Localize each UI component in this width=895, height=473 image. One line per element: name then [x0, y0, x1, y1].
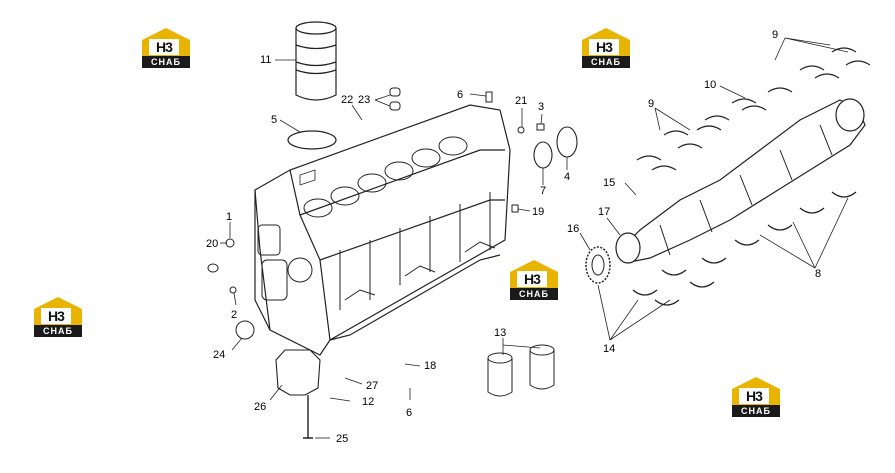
plugs [207, 87, 545, 340]
logo-subtitle: CHAБ [732, 405, 780, 417]
crankshaft [615, 98, 866, 264]
callout-26: 26 [254, 401, 266, 413]
callout-9a: 9 [772, 29, 778, 41]
leader-lines [220, 37, 849, 439]
callout-7: 7 [540, 185, 546, 197]
callout-18: 18 [424, 360, 436, 372]
callout-21: 21 [515, 95, 527, 107]
brand-logo: H3 CHAБ [140, 26, 192, 72]
logo-mark: H3 [41, 308, 71, 324]
callout-4: 4 [564, 171, 570, 183]
cylinder-bores [303, 136, 468, 218]
logo-subtitle: CHAБ [510, 288, 558, 300]
callout-25: 25 [336, 433, 348, 445]
bolt-25 [303, 395, 313, 439]
callout-12: 12 [362, 396, 374, 408]
callout-17: 17 [598, 206, 610, 218]
logo-mark: H3 [517, 271, 547, 287]
callout-10: 10 [704, 79, 716, 91]
logo-subtitle: CHAБ [142, 56, 190, 68]
block-webs [339, 192, 496, 310]
callout-3: 3 [538, 101, 544, 113]
main-bearing-cap [275, 349, 321, 396]
callout-8: 8 [815, 268, 821, 280]
callout-2: 2 [231, 309, 237, 321]
callout-9b: 9 [648, 98, 654, 110]
logo-mark: H3 [149, 39, 179, 55]
logo-mark: H3 [589, 39, 619, 55]
callout-6: 6 [457, 89, 463, 101]
callout-27: 27 [366, 380, 378, 392]
block-front-face [257, 224, 313, 301]
callout-19: 19 [532, 206, 544, 218]
lower-bearing-shells [632, 191, 857, 306]
brand-logo: H3 CHAБ [32, 295, 84, 341]
callout-6b: 6 [406, 407, 412, 419]
brand-logo: H3 CHAБ [730, 375, 782, 421]
callout-labels: 11 22 23 6 21 3 5 7 4 1 20 19 2 24 13 18… [206, 29, 821, 445]
callout-14: 14 [603, 343, 615, 355]
cylinder-liner [295, 21, 337, 101]
gasket-4 [556, 126, 578, 158]
callout-13: 13 [494, 327, 506, 339]
callout-15: 15 [603, 177, 615, 189]
callout-24: 24 [213, 349, 225, 361]
upper-bearing-shells [636, 47, 871, 171]
tappets [487, 344, 555, 397]
gasket-7 [533, 141, 553, 169]
crank-gear [585, 246, 611, 284]
callout-5: 5 [271, 114, 277, 126]
callout-20: 20 [206, 238, 218, 250]
engine-block [254, 104, 511, 356]
logo-mark: H3 [739, 388, 769, 404]
callout-22: 22 [341, 94, 353, 106]
callout-16: 16 [567, 223, 579, 235]
callout-23: 23 [358, 94, 370, 106]
logo-subtitle: CHAБ [34, 325, 82, 337]
brand-logo: H3 CHAБ [580, 26, 632, 72]
callout-1: 1 [226, 211, 232, 223]
brand-logo: H3 CHAБ [508, 258, 560, 304]
logo-subtitle: CHAБ [582, 56, 630, 68]
callout-11: 11 [260, 54, 271, 66]
o-ring [287, 130, 337, 150]
